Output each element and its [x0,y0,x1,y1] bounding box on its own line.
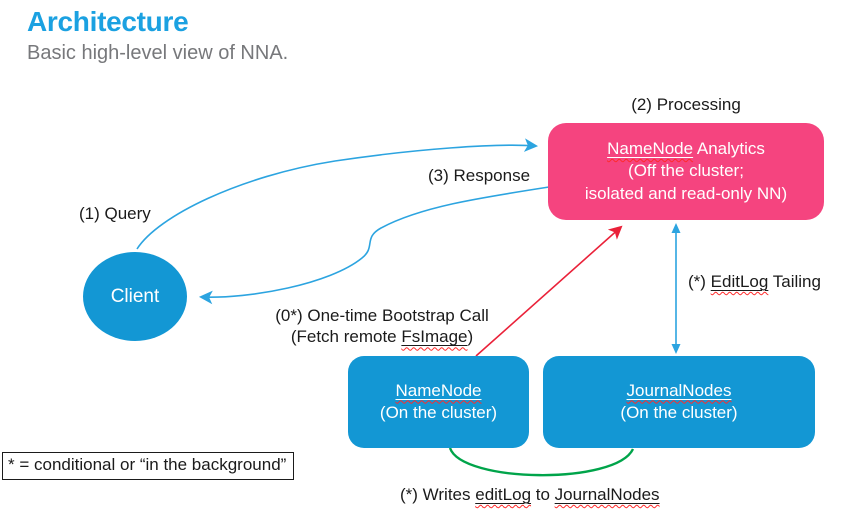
client-label: Client [110,285,160,307]
namenode-analytics-node: NameNode Analytics (Off the cluster; iso… [548,123,824,220]
nna-line3: isolated and read-only NN) [584,183,788,203]
query-arrow [136,138,539,250]
namenode-node: NameNode (On the cluster) [348,356,529,448]
editlog-tailing-arrow [671,223,681,354]
response-label: (3) Response [428,166,531,185]
writes-editlog-label: (*) Writes editLog to JournalNodes [400,485,660,504]
nna-title: NameNode Analytics [607,138,765,158]
footnote-box: * = conditional or “in the background” [2,452,295,480]
writes-editlog-arc [448,447,635,477]
journalnodes-title: JournalNodes [626,380,732,400]
journalnodes-node: JournalNodes (On the cluster) [543,356,815,448]
page-subtitle: Basic high-level view of NNA. [27,42,289,64]
response-arrow [198,186,550,305]
namenode-title: NameNode [395,380,482,400]
nna-line2: (Off the cluster; [628,161,744,181]
processing-label: (2) Processing [631,95,741,114]
namenode-location: (On the cluster) [379,403,498,422]
query-label: (1) Query [79,204,151,223]
editlog-tailing-label: (*) EditLog Tailing [688,272,821,291]
bootstrap-label: (0*) One-time Bootstrap Call (Fetch remo… [275,306,489,347]
client-node: Client [83,252,187,341]
page-title: Architecture [27,6,189,37]
journalnodes-location: (On the cluster) [620,403,738,422]
